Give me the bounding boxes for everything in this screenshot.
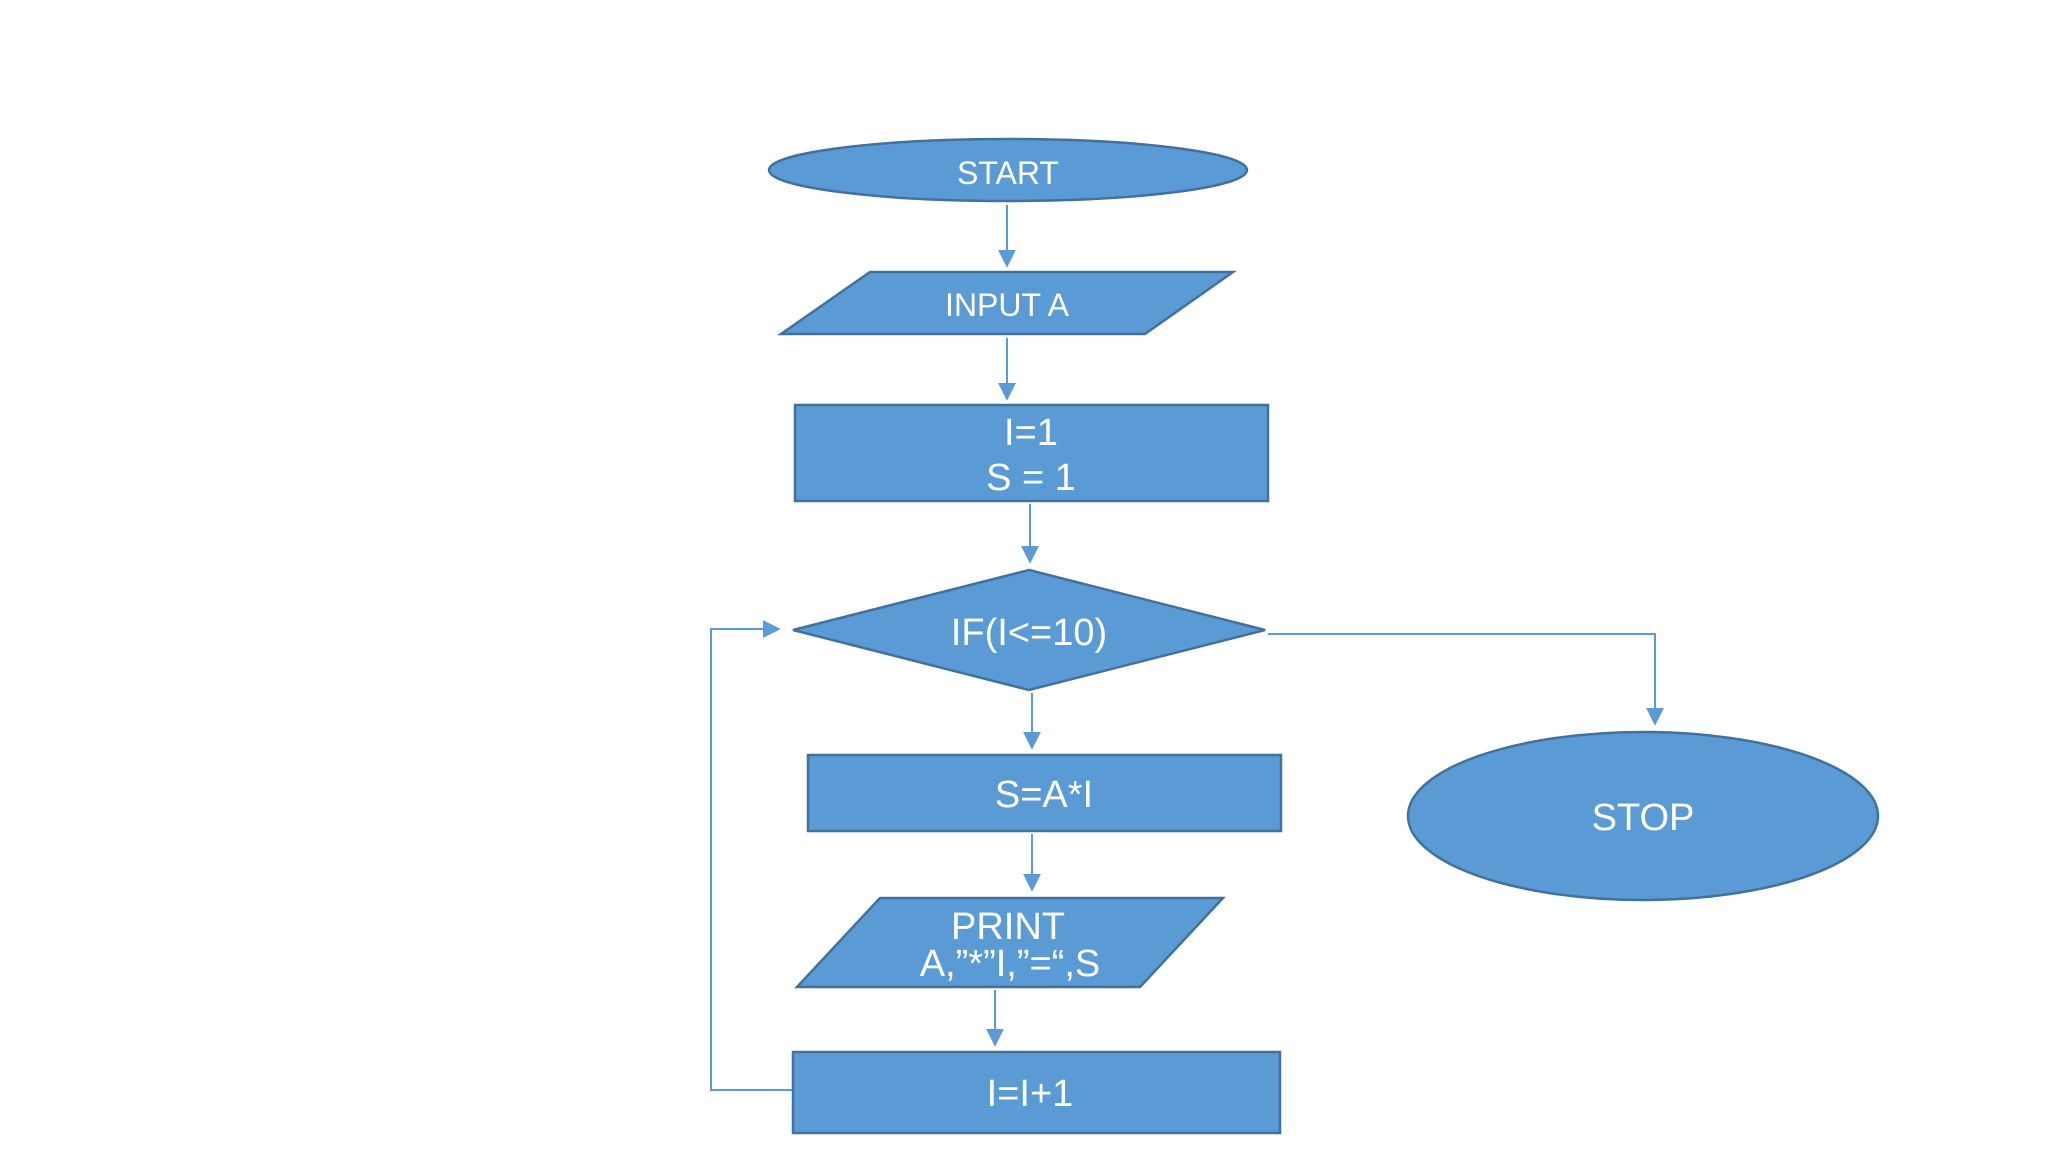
print-label-line1: PRINT (951, 906, 1065, 948)
input-node (777, 270, 1237, 336)
increment-label: I=I+1 (987, 1073, 1074, 1115)
compute-label: S=A*I (995, 774, 1093, 816)
init-label-line1: I=1 (1004, 412, 1058, 454)
init-node (793, 403, 1270, 503)
connector-loop-back-to-decision (710, 620, 793, 1091)
decision-label: IF(I<=10) (951, 612, 1107, 654)
init-label-line2: S = 1 (986, 457, 1076, 499)
print-label-line2: A,”*”I,”=“,S (920, 943, 1101, 985)
stop-label: STOP (1592, 797, 1695, 839)
start-label: START (957, 155, 1059, 191)
increment-node (791, 1050, 1282, 1135)
stop-node (1406, 730, 1880, 902)
print-node (794, 896, 1226, 989)
start-node (767, 137, 1249, 203)
compute-node (806, 753, 1283, 833)
decision-node (792, 568, 1266, 692)
input-label: INPUT A (945, 287, 1070, 323)
connector-decision-to-stop (1268, 633, 1664, 726)
